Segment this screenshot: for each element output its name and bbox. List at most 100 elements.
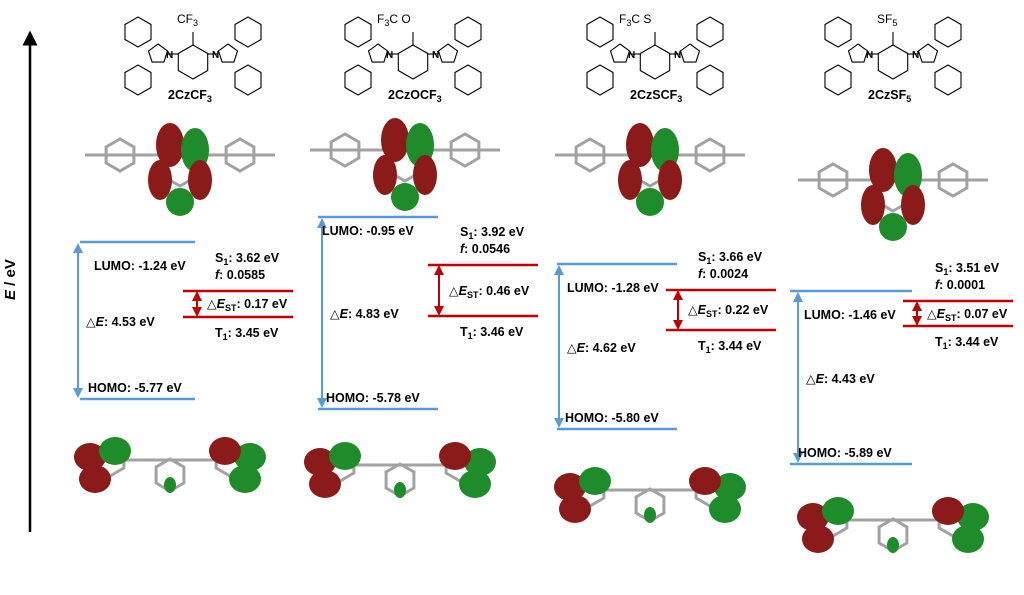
- lobe-red: [413, 155, 437, 195]
- nitrogen-label: N: [912, 50, 919, 61]
- lobe-red: [373, 155, 397, 195]
- lobe-green: [99, 437, 131, 465]
- carbazole-right-ring-a: [934, 16, 962, 48]
- t1-label: T1: 3.44 eV: [935, 335, 999, 351]
- substituent-text: 5: [892, 18, 898, 28]
- carbazole-right-ring-b: [696, 64, 724, 96]
- lobe-red: [802, 525, 834, 553]
- energy-axis-label: E / eV: [2, 259, 19, 300]
- substituent-label: F3C S: [619, 12, 652, 28]
- lobe-green: [957, 503, 989, 531]
- carbazole-right-pyrrole: [679, 43, 701, 63]
- homo-label: HOMO: -5.80 eV: [565, 411, 659, 425]
- substituent-text: 3: [626, 18, 632, 28]
- lobe-green: [391, 183, 419, 211]
- dest-label: △EST: 0.07 eV: [927, 307, 1008, 323]
- f-label: f: 0.0024: [698, 267, 749, 281]
- lobe-green: [394, 482, 406, 498]
- gap-label: △E: 4.43 eV: [806, 372, 875, 386]
- substituent-text: F: [377, 12, 385, 26]
- levels-sf5: [790, 289, 1013, 466]
- structure-sf5: [824, 16, 962, 96]
- homo-orbital-scf3: [554, 467, 746, 523]
- t1-label: T1: 3.46 eV: [460, 325, 524, 341]
- structure-cf3: [124, 16, 262, 96]
- lobe-red: [618, 160, 642, 200]
- substituent-text: 3: [384, 18, 390, 28]
- lobe-green: [166, 188, 194, 216]
- lobe-red: [658, 160, 682, 200]
- f-label: f: 0.0546: [460, 242, 511, 256]
- homo-label: HOMO: -5.77 eV: [88, 381, 182, 395]
- s1-label: S1: 3.92 eV: [460, 225, 525, 241]
- frame-ring: [329, 132, 361, 168]
- gap-label: △E: 4.53 eV: [86, 315, 155, 329]
- lumo-orbital-cf3: [85, 123, 275, 216]
- lumo-orbital-scf3: [555, 123, 745, 216]
- substituent-text: CF: [177, 12, 193, 26]
- nitrogen-label: N: [432, 50, 439, 61]
- carbazole-left-pyrrole: [367, 43, 389, 63]
- central-ring: [177, 44, 209, 80]
- substituent-text: O: [401, 12, 411, 26]
- lobe-red: [148, 160, 172, 200]
- structure-ocf3: [344, 16, 482, 96]
- carbazole-right-pyrrole: [437, 43, 459, 63]
- frame-ring: [104, 137, 136, 173]
- nitrogen-label: N: [866, 50, 873, 61]
- lobe-red: [554, 473, 586, 501]
- lobe-green: [714, 473, 746, 501]
- structure-scf3: [586, 16, 724, 96]
- lobe-red: [932, 497, 964, 525]
- carbazole-left-pyrrole: [847, 43, 869, 63]
- carbazole-right-pyrrole: [917, 43, 939, 63]
- lumo-label: LUMO: -1.46 eV: [804, 308, 896, 322]
- carbazole-right-ring-a: [454, 16, 482, 48]
- levels-ocf3: [317, 215, 538, 411]
- substituent-text: SF: [877, 12, 893, 26]
- s1-label: S1: 3.62 eV: [215, 251, 280, 267]
- lobe-red: [209, 437, 241, 465]
- carbazole-left-ring-a: [586, 16, 614, 48]
- lumo-label: LUMO: -0.95 eV: [322, 224, 414, 238]
- carbazole-left-ring-a: [124, 16, 152, 48]
- t1-label: T1: 3.44 eV: [698, 339, 762, 355]
- nitrogen-label: N: [212, 50, 219, 61]
- s1-label: S1: 3.66 eV: [698, 250, 763, 266]
- substituent-text: F: [619, 12, 627, 26]
- homo-label: HOMO: -5.89 eV: [798, 446, 892, 460]
- lobe-red: [626, 123, 654, 167]
- f-label: f: 0.0585: [215, 268, 266, 282]
- levels-cf3: [73, 240, 293, 401]
- lobe-green: [952, 525, 984, 553]
- lobe-red: [901, 185, 925, 225]
- lobe-red: [869, 148, 897, 192]
- lobe-red: [74, 443, 106, 471]
- substituent-text: S: [643, 12, 652, 26]
- lobe-green: [644, 507, 656, 523]
- lobe-red: [861, 185, 885, 225]
- lumo-orbital-ocf3: [310, 118, 500, 211]
- orbital-renderings: [74, 118, 989, 553]
- carbazole-left-ring-b: [824, 64, 852, 96]
- lumo-label: LUMO: -1.24 eV: [94, 259, 186, 273]
- t1-label: T1: 3.45 eV: [215, 326, 279, 342]
- nitrogen-label: N: [386, 50, 393, 61]
- frame-ring: [937, 162, 969, 198]
- lobe-green: [329, 442, 361, 470]
- carbazole-right-ring-a: [696, 16, 724, 48]
- frame-ring: [817, 162, 849, 198]
- energy-levels: [73, 215, 1013, 466]
- carbazole-left-ring-b: [586, 64, 614, 96]
- lobe-red: [304, 448, 336, 476]
- levels-scf3: [554, 262, 776, 431]
- carbazole-left-pyrrole: [609, 43, 631, 63]
- f-label: f: 0.0001: [935, 278, 986, 292]
- lobe-green: [459, 470, 491, 498]
- lobe-green: [464, 448, 496, 476]
- lumo-label: LUMO: -1.28 eV: [567, 281, 659, 295]
- carbazole-right-ring-b: [454, 64, 482, 96]
- lobe-green: [579, 467, 611, 495]
- lobe-red: [439, 442, 471, 470]
